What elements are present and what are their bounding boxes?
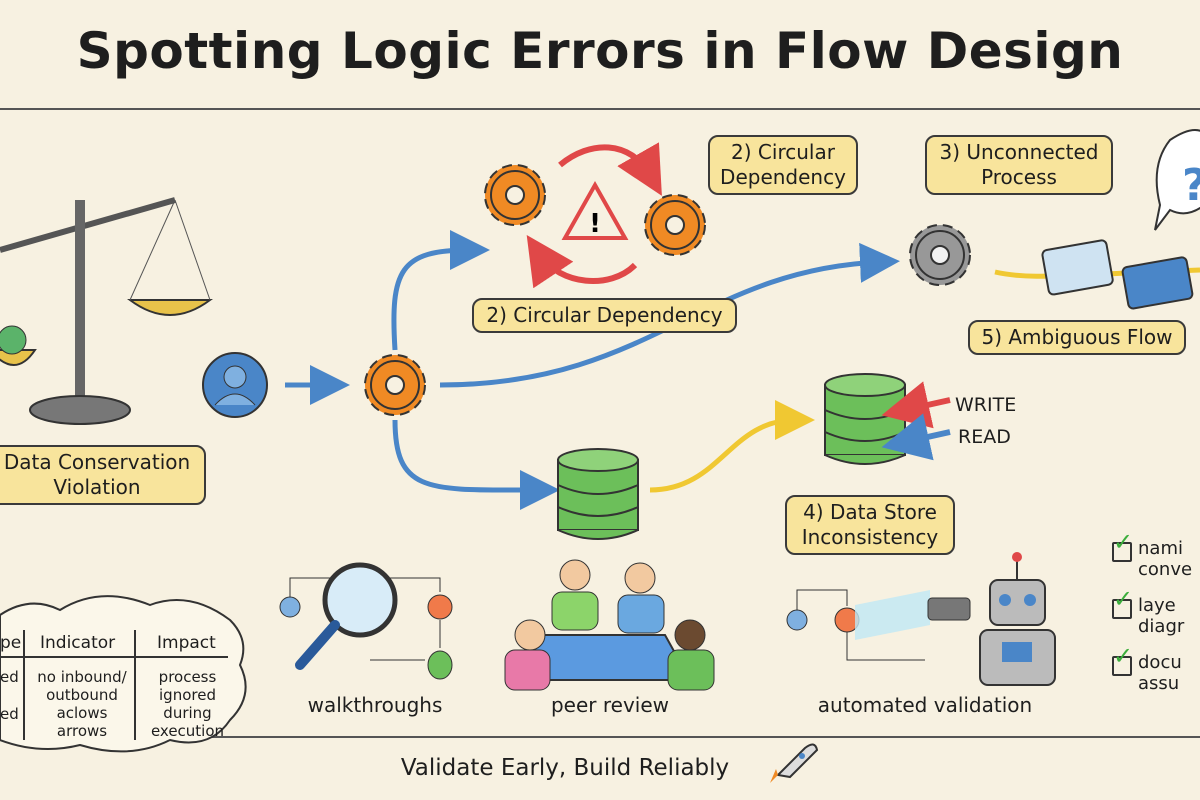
read-label: READ [958, 426, 1011, 448]
database-icon [824, 373, 906, 465]
checkbox-icon [1112, 656, 1132, 676]
user-icon [202, 352, 268, 418]
cloud-table-outline [0, 595, 247, 753]
technique-walkthroughs: walkthroughs [307, 693, 443, 717]
table-cell-impact: process ignored during execution [150, 668, 225, 740]
gear-icon [644, 194, 706, 256]
table-header-type: pe [0, 633, 22, 653]
peer-review-illustration [504, 559, 715, 691]
label-ambiguous-flow: 5) Ambiguous Flow [968, 320, 1186, 355]
label-unconnected-process: 3) Unconnected Process [925, 135, 1113, 195]
svg-text:!: ! [589, 209, 601, 239]
id-card-icon [1041, 239, 1114, 296]
gear-icon [909, 224, 971, 286]
checklist-text: docu [1138, 652, 1182, 673]
footer-tagline: Validate Early, Build Reliably [400, 755, 730, 781]
checklist-text: laye [1138, 595, 1176, 616]
table-header-indicator: Indicator [40, 633, 116, 653]
checklist-text: nami [1138, 538, 1183, 559]
label-data-conservation-violation: Data Conservation Violation [0, 445, 206, 505]
label-circular-dependency: 2) Circular Dependency [472, 298, 737, 333]
checklist-text: diagr [1138, 616, 1185, 637]
table-cell-type: ed [0, 668, 19, 686]
checkmark-icon: ✓ [1113, 528, 1134, 556]
technique-automated-validation: automated validation [817, 693, 1033, 717]
table-cell-indicator: no inbound/ outbound aclows arrows [37, 668, 127, 740]
error-table: pe Indicator Impact ed ed no inbound/ ou… [0, 605, 240, 745]
checkmark-icon: ✓ [1113, 642, 1134, 670]
table-cell-type: ed [0, 705, 19, 723]
checkbox-icon [1112, 542, 1132, 562]
divider-bottom [0, 736, 1200, 738]
divider-top [0, 108, 1200, 110]
page-title: Spotting Logic Errors in Flow Design [76, 22, 1124, 80]
magnifier-icon [295, 562, 398, 670]
label-circular-dependency-top: 2) Circular Dependency [708, 135, 858, 195]
database-icon [557, 448, 639, 540]
speech-bubble-icon [1154, 129, 1200, 231]
gear-icon [364, 354, 426, 416]
credit-card-icon [1121, 256, 1194, 310]
checkmark-icon: ✓ [1113, 585, 1134, 613]
table-header-impact: Impact [157, 633, 216, 653]
checklist-text: conve [1138, 559, 1193, 580]
warning-icon: ! [561, 180, 629, 240]
checklist-text: assu [1138, 673, 1180, 694]
svg-text:?: ? [1182, 160, 1200, 211]
rocket-icon [770, 743, 819, 783]
technique-peer-review: peer review [550, 693, 670, 717]
checkbox-icon [1112, 599, 1132, 619]
label-data-store-inconsistency: 4) Data Store Inconsistency [785, 495, 955, 555]
robot-icon [927, 552, 1056, 686]
write-label: WRITE [955, 394, 1017, 416]
scale-icon [0, 197, 214, 425]
gear-icon [484, 164, 546, 226]
